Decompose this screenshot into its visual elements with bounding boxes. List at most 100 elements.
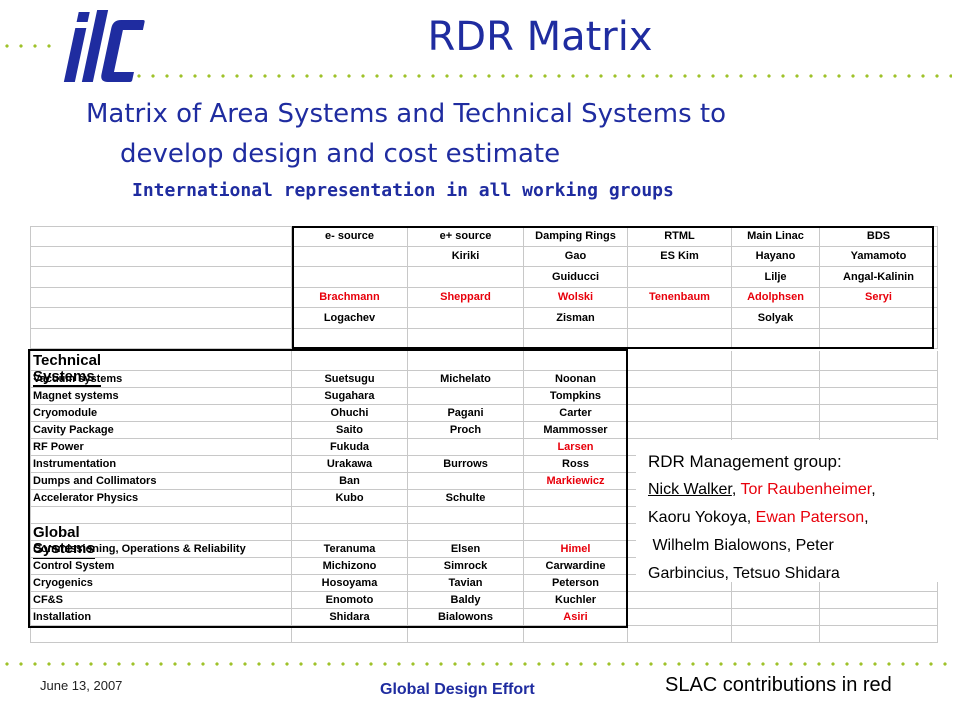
table-cell bbox=[820, 351, 938, 371]
row-label-cell bbox=[30, 226, 292, 247]
row-label-cell: Magnet systems bbox=[30, 388, 292, 405]
table-cell: Hosoyama bbox=[292, 575, 408, 592]
table-cell bbox=[732, 351, 820, 371]
table-cell: Ross bbox=[524, 456, 628, 473]
row-label-cell bbox=[30, 287, 292, 308]
table-cell: Sugahara bbox=[292, 388, 408, 405]
member-tor-raubenheimer: Tor Raubenheimer bbox=[740, 481, 872, 498]
table-cell bbox=[292, 507, 408, 524]
separator: , bbox=[746, 509, 756, 526]
table-cell bbox=[628, 351, 732, 371]
table-cell bbox=[292, 328, 408, 349]
table-cell: Gao bbox=[524, 246, 628, 267]
table-cell: e+ source bbox=[408, 226, 524, 247]
dotted-rule-top bbox=[132, 74, 952, 78]
table-cell bbox=[628, 308, 732, 329]
table-cell bbox=[408, 626, 524, 643]
table-cell: Asiri bbox=[524, 609, 628, 626]
table-cell bbox=[820, 328, 938, 349]
row-label-cell bbox=[30, 267, 292, 288]
table-cell: Kuchler bbox=[524, 592, 628, 609]
bullet-line-2: develop design and cost estimate bbox=[120, 139, 561, 169]
table-cell bbox=[628, 388, 732, 405]
table-cell bbox=[628, 592, 732, 609]
table-cell bbox=[408, 439, 524, 456]
table-cell bbox=[732, 592, 820, 609]
table-cell: Urakawa bbox=[292, 456, 408, 473]
row-label-cell: RF Power bbox=[30, 439, 292, 456]
row-label-cell: Instrumentation bbox=[30, 456, 292, 473]
table-cell: Carwardine bbox=[524, 558, 628, 575]
table-cell bbox=[820, 575, 938, 592]
management-line-3: Wilhelm Bialowons, Peter bbox=[648, 537, 834, 554]
table-cell bbox=[292, 351, 408, 371]
row-label-cell: Cryogenics bbox=[30, 575, 292, 592]
table-cell: Guiducci bbox=[524, 267, 628, 288]
table-cell bbox=[820, 626, 938, 643]
table-cell: Main Linac bbox=[732, 226, 820, 247]
table-cell bbox=[292, 267, 408, 288]
row-label-cell bbox=[30, 351, 292, 371]
table-cell: Markiewicz bbox=[524, 473, 628, 490]
table-cell bbox=[732, 371, 820, 388]
row-label-cell bbox=[30, 308, 292, 329]
table-cell bbox=[524, 328, 628, 349]
table-cell: Carter bbox=[524, 405, 628, 422]
dotted-rule-top-left bbox=[0, 44, 60, 48]
row-label-cell: Control System bbox=[30, 558, 292, 575]
table-cell: Brachmann bbox=[292, 287, 408, 308]
row-label-cell: Dumps and Collimators bbox=[30, 473, 292, 490]
table-cell: Adolphsen bbox=[732, 287, 820, 308]
bullet-line-1: Matrix of Area Systems and Technical Sys… bbox=[86, 99, 727, 129]
table-cell: Schulte bbox=[408, 490, 524, 507]
ilc-logo bbox=[63, 10, 145, 82]
table-cell bbox=[820, 371, 938, 388]
table-cell: Pagani bbox=[408, 405, 524, 422]
table-cell bbox=[628, 371, 732, 388]
table-cell: Mammosser bbox=[524, 422, 628, 439]
row-label-cell bbox=[30, 507, 292, 524]
row-label-cell bbox=[30, 524, 292, 541]
management-line-4: Garbincius, Tetsuo Shidara bbox=[648, 565, 840, 582]
table-cell bbox=[408, 524, 524, 541]
table-cell: Shidara bbox=[292, 609, 408, 626]
management-line-2: Kaoru Yokoya, Ewan Paterson, bbox=[648, 504, 958, 532]
footer-note: SLAC contributions in red bbox=[665, 674, 892, 696]
table-cell: Himel bbox=[524, 541, 628, 558]
row-label-cell: Cryomodule bbox=[30, 405, 292, 422]
table-cell: Noonan bbox=[524, 371, 628, 388]
table-cell: Lilje bbox=[732, 267, 820, 288]
table-cell: Bialowons bbox=[408, 609, 524, 626]
row-label-cell: Vacuum systems bbox=[30, 371, 292, 388]
table-cell: BDS bbox=[820, 226, 938, 247]
member-nick-walker: Nick Walker bbox=[648, 481, 732, 498]
table-cell: Tompkins bbox=[524, 388, 628, 405]
table-cell: Burrows bbox=[408, 456, 524, 473]
table-cell bbox=[820, 609, 938, 626]
table-cell bbox=[820, 405, 938, 422]
table-cell: Ban bbox=[292, 473, 408, 490]
table-cell bbox=[524, 524, 628, 541]
table-cell bbox=[732, 388, 820, 405]
table-cell bbox=[628, 405, 732, 422]
table-cell bbox=[732, 609, 820, 626]
table-cell bbox=[292, 246, 408, 267]
table-cell bbox=[732, 328, 820, 349]
member-ewan-paterson: Ewan Paterson bbox=[755, 509, 865, 526]
footer-organization: Global Design Effort bbox=[380, 681, 535, 698]
table-cell: Hayano bbox=[732, 246, 820, 267]
table-cell bbox=[628, 422, 732, 439]
table-cell bbox=[408, 351, 524, 371]
table-cell bbox=[628, 626, 732, 643]
management-group-box: RDR Management group: Nick Walker, Tor R… bbox=[636, 440, 958, 582]
table-cell bbox=[292, 626, 408, 643]
table-cell bbox=[408, 328, 524, 349]
table-cell: Simrock bbox=[408, 558, 524, 575]
table-cell: Yamamoto bbox=[820, 246, 938, 267]
table-cell: Baldy bbox=[408, 592, 524, 609]
